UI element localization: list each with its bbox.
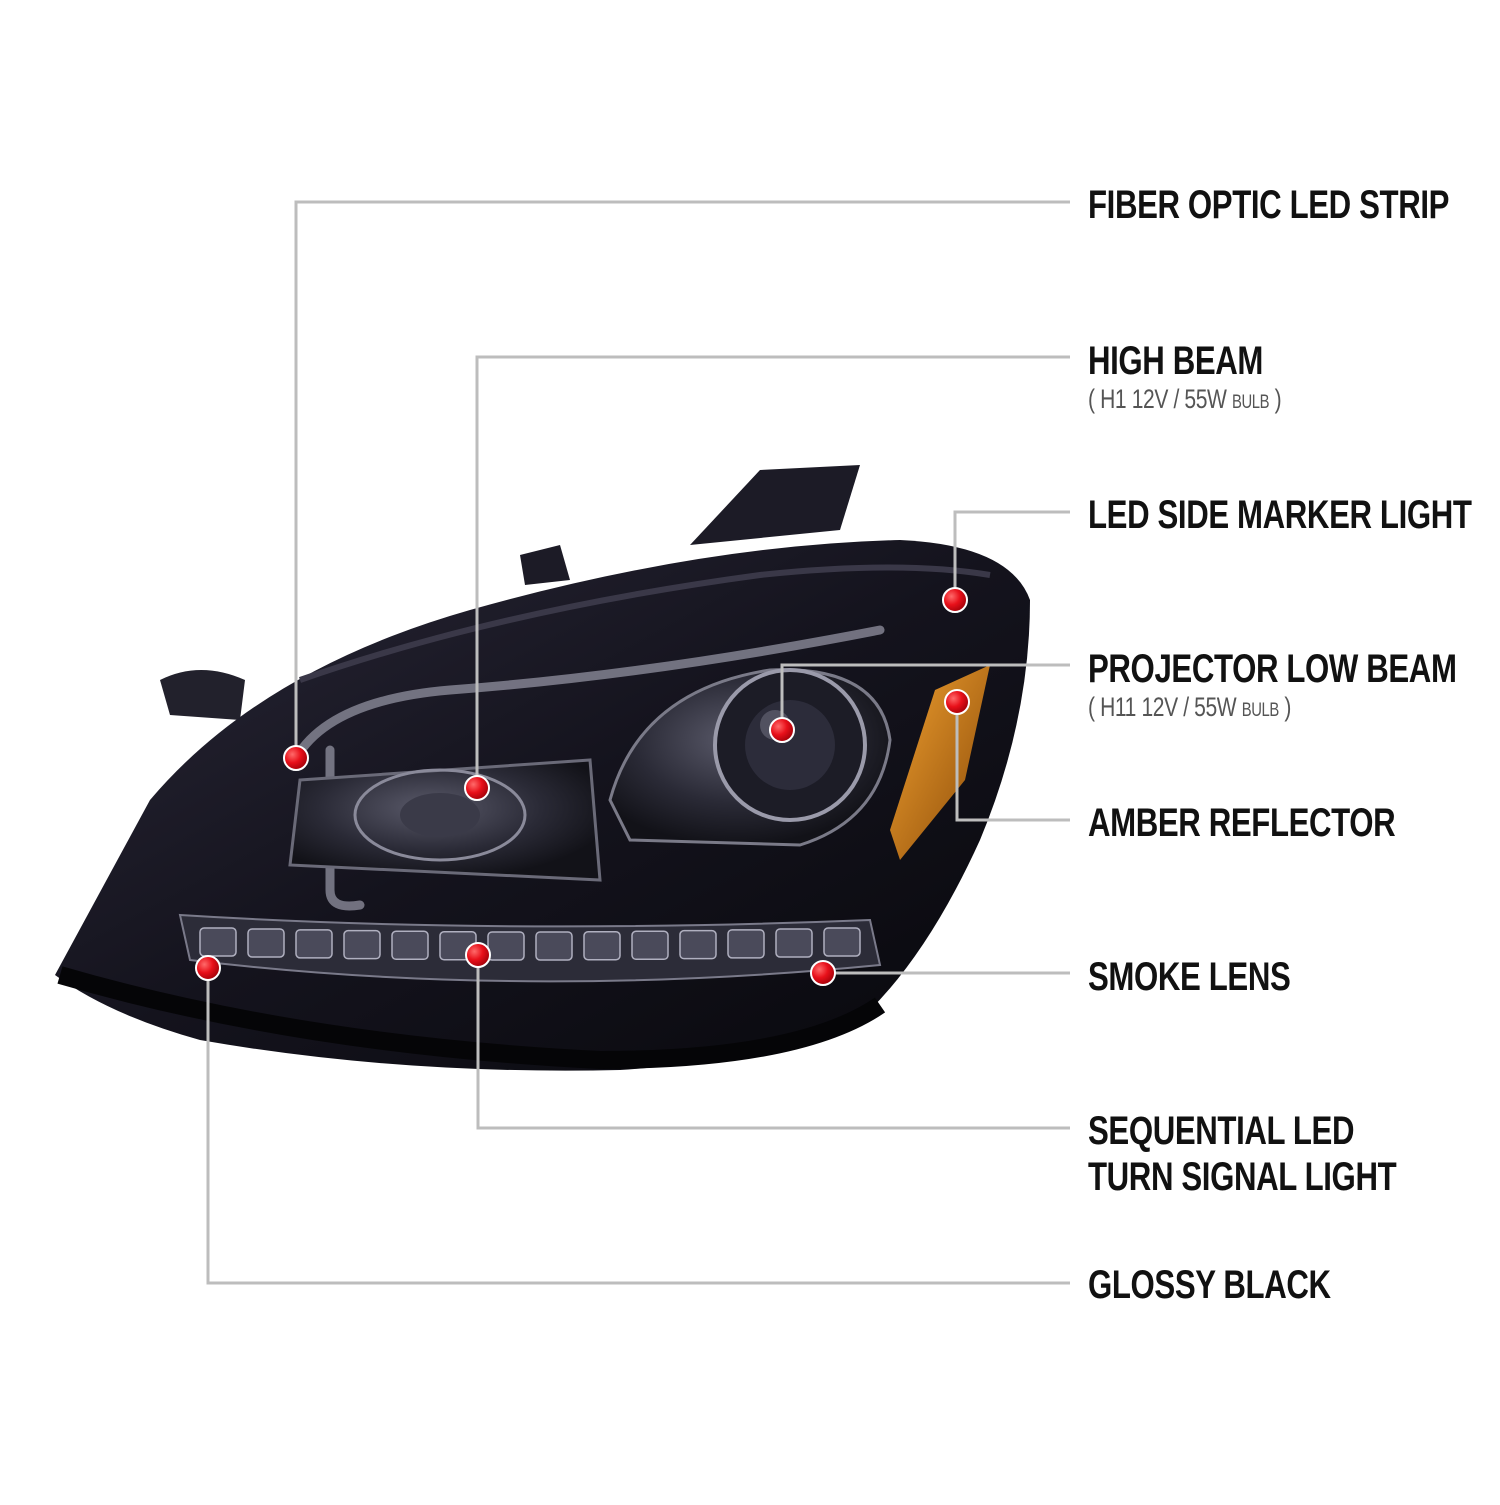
leader-line-glossy-black xyxy=(206,968,1070,1285)
callout-glossy-black: GLOSSY BLACK xyxy=(1088,1262,1331,1308)
bulb-word: BULB xyxy=(1231,392,1270,413)
callout-sequential-led: SEQUENTIAL LED TURN SIGNAL LIGHT xyxy=(1088,1108,1397,1200)
callout-fiber-optic: FIBER OPTIC LED STRIP xyxy=(1088,182,1449,228)
callout-projector-title: PROJECTOR LOW BEAM xyxy=(1088,647,1457,691)
marker-dot-sequential xyxy=(465,942,491,968)
callout-amber-reflector: AMBER REFLECTOR xyxy=(1088,800,1396,846)
bulb-word: BULB xyxy=(1241,700,1280,721)
bulb-spec: H1 12V / 55W xyxy=(1100,384,1232,414)
led-chip xyxy=(583,930,621,961)
marker-dot-glossy-black xyxy=(195,955,221,981)
led-chip xyxy=(823,927,861,957)
leader-line-fiber-optic xyxy=(294,200,1070,758)
callout-sequential-line2: TURN SIGNAL LIGHT xyxy=(1088,1155,1397,1199)
callout-amber-title: AMBER REFLECTOR xyxy=(1088,801,1396,845)
led-chip xyxy=(247,928,285,958)
led-chip xyxy=(487,931,525,961)
marker-dot-smoke-lens xyxy=(810,960,836,986)
led-chip xyxy=(631,930,669,961)
leader-line-sequential xyxy=(476,955,1070,1130)
paren-close: ) xyxy=(1269,384,1282,414)
callout-sequential-line1: SEQUENTIAL LED xyxy=(1088,1109,1355,1153)
led-chip xyxy=(775,928,813,958)
paren-open: ( xyxy=(1088,692,1101,722)
sequential-led-strip xyxy=(178,913,882,983)
marker-dot-fiber-optic xyxy=(283,745,309,771)
led-chip xyxy=(535,931,573,961)
leader-line-high-beam xyxy=(475,355,1070,788)
marker-dot-side-marker xyxy=(942,587,968,613)
leader-line-amber xyxy=(955,702,1070,822)
led-chip xyxy=(391,930,429,961)
callout-fiber-optic-title: FIBER OPTIC LED STRIP xyxy=(1088,183,1450,227)
marker-dot-high-beam xyxy=(464,775,490,801)
marker-dot-amber xyxy=(944,689,970,715)
led-chip xyxy=(295,929,333,959)
callout-smoke-lens-title: SMOKE LENS xyxy=(1088,955,1291,999)
led-chip xyxy=(343,929,381,960)
marker-dot-projector xyxy=(769,717,795,743)
paren-open: ( xyxy=(1088,384,1101,414)
high-beam-reflector-shape xyxy=(288,758,602,882)
callout-high-beam-title: HIGH BEAM xyxy=(1088,339,1264,383)
led-chip xyxy=(727,929,765,959)
callout-high-beam: HIGH BEAM ( H1 12V / 55W BULB ) xyxy=(1088,338,1282,418)
led-chip xyxy=(679,929,717,960)
callout-projector-bulb: ( H11 12V / 55W BULB ) xyxy=(1088,692,1457,726)
paren-close: ) xyxy=(1278,692,1291,722)
bulb-spec: H11 12V / 55W xyxy=(1100,692,1242,722)
callout-high-beam-bulb: ( H1 12V / 55W BULB ) xyxy=(1088,384,1282,418)
callout-glossy-black-title: GLOSSY BLACK xyxy=(1088,1263,1331,1307)
callout-side-marker-title: LED SIDE MARKER LIGHT xyxy=(1088,493,1472,537)
fiber-optic-strip-shape xyxy=(291,625,885,911)
leader-line-side-marker xyxy=(953,510,1070,600)
callout-smoke-lens: SMOKE LENS xyxy=(1088,954,1291,1000)
leader-line-projector xyxy=(780,663,1070,730)
led-chip xyxy=(199,927,237,957)
callout-projector-low-beam: PROJECTOR LOW BEAM ( H11 12V / 55W BULB … xyxy=(1088,646,1457,726)
amber-reflector-shape xyxy=(890,665,990,860)
callout-side-marker: LED SIDE MARKER LIGHT xyxy=(1088,492,1472,538)
leader-lines xyxy=(206,200,1070,1285)
marker-dots xyxy=(195,587,970,986)
